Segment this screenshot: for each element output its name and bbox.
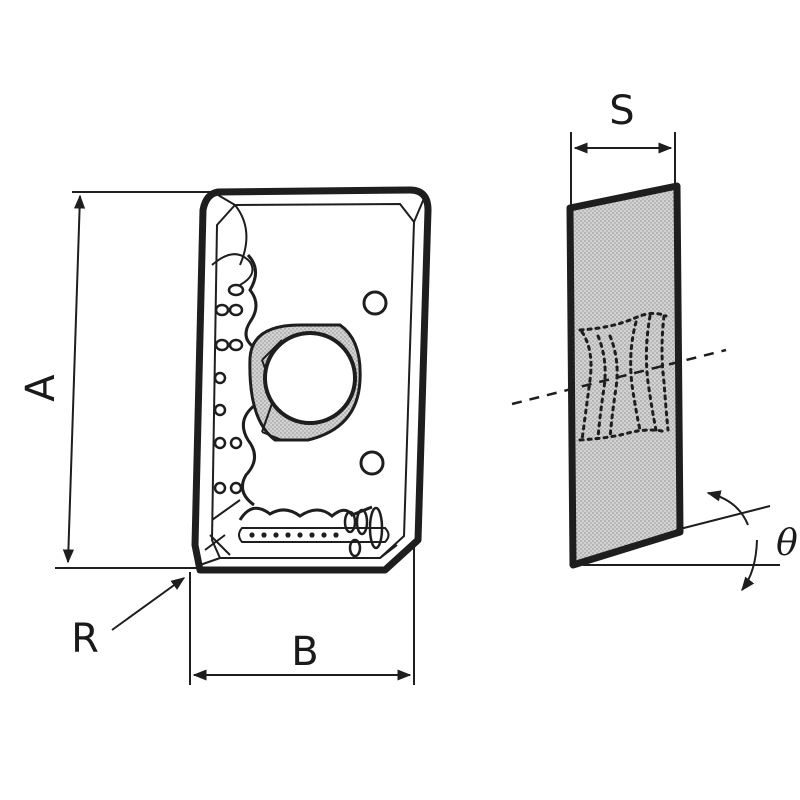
- mounting-hole: [248, 323, 362, 442]
- locator-hole-bottom: [359, 450, 385, 476]
- chamfer-line: [199, 557, 221, 566]
- chamfer-line: [379, 544, 398, 559]
- dimension-b: B: [189, 545, 415, 685]
- dimension-a-label: A: [18, 374, 64, 402]
- dimension-b-label: B: [291, 629, 318, 675]
- center-line: [511, 348, 727, 406]
- rake-edge: [234, 204, 248, 266]
- corner-radius-label: R: [71, 616, 99, 662]
- dimension-s: S: [570, 88, 676, 205]
- chipbreaker-wave-bottom: [238, 505, 373, 521]
- insert-outline: [191, 186, 432, 574]
- chip-grooves-left: [213, 283, 245, 495]
- chip-grooves-bottom: [249, 532, 339, 538]
- corner-radius-callout: R: [71, 577, 186, 662]
- dimension-s-label: S: [609, 88, 634, 134]
- corner-edge: [204, 499, 241, 556]
- chamfer-line: [413, 195, 426, 223]
- angle-theta-label: θ: [776, 523, 798, 564]
- locator-hole-top: [362, 290, 388, 316]
- dimension-a: A: [18, 191, 218, 569]
- side-view: [511, 182, 727, 569]
- chipbreaker-curve: [211, 253, 254, 286]
- angle-theta: θ: [583, 490, 798, 592]
- front-view: [191, 186, 432, 574]
- chamfer-line: [217, 194, 236, 206]
- hidden-hole-profile: [578, 311, 670, 442]
